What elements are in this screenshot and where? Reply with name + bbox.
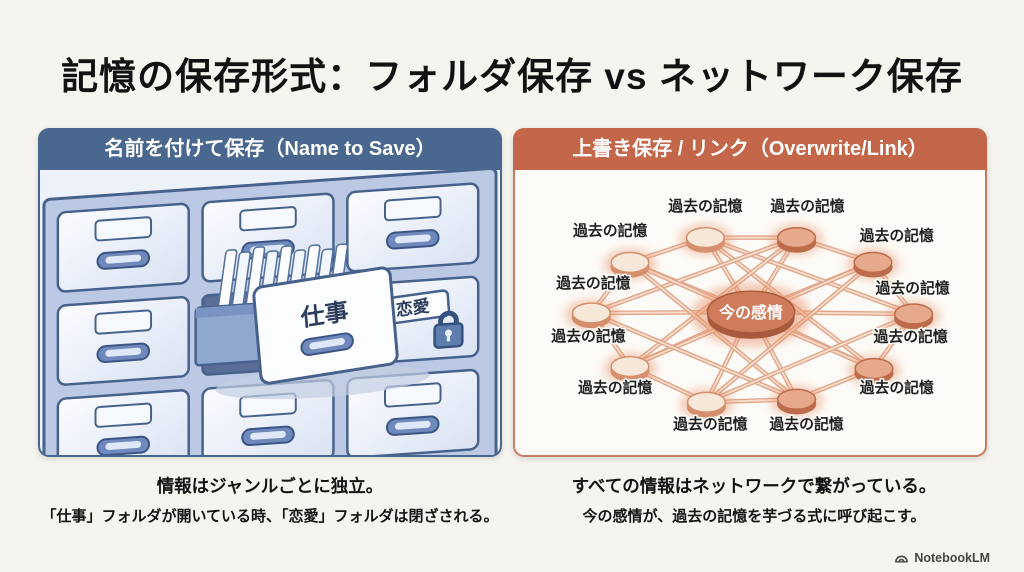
- memory-node: [571, 302, 611, 324]
- memory-node-label: 過去の記憶: [672, 415, 747, 433]
- brand-footer: NotebookLM: [894, 550, 990, 565]
- network-save-illustration: 今の感情過去の記憶過去の記憶過去の記憶過去の記憶過去の記憶過去の記憶過去の記憶過…: [513, 170, 987, 457]
- memory-node-label: 過去の記憶: [667, 197, 742, 215]
- padlock-icon: [433, 310, 464, 349]
- memory-node-label: 過去の記憶: [577, 378, 652, 396]
- memory-node: [685, 226, 725, 249]
- brand-label: NotebookLM: [914, 550, 990, 565]
- network-save-caption: すべての情報はネットワークで繋がっている。 今の感情が、過去の記憶を芋づる式に呼…: [506, 473, 1002, 526]
- memory-node-label: 過去の記憶: [572, 222, 647, 240]
- current-emotion-label: 今の感情: [719, 303, 783, 322]
- memory-node: [853, 251, 893, 274]
- memory-node: [610, 251, 650, 274]
- filing-cabinet-illustration: 恋愛: [42, 170, 498, 455]
- current-emotion-node: [706, 290, 796, 334]
- network-edge: [590, 312, 797, 401]
- drawer-front: [346, 181, 480, 273]
- memory-node: [894, 303, 934, 325]
- notebooklm-icon: [895, 555, 909, 563]
- memory-node-label: 過去の記憶: [859, 378, 934, 396]
- open-drawer: 仕事: [194, 243, 399, 385]
- work-folder: 仕事: [252, 266, 399, 385]
- memory-node-label: 過去の記憶: [555, 274, 630, 292]
- memory-node: [686, 391, 726, 413]
- caption-line: 情報はジャンルごとに独立。: [156, 476, 384, 496]
- drawer-front: [56, 388, 190, 455]
- network-edge: [591, 236, 797, 314]
- memory-node-label: 過去の記憶: [768, 415, 843, 433]
- network-save-panel: 上書き保存 / リンク（Overwrite/Link） 今の感情過去の記憶過去の…: [513, 128, 987, 457]
- memory-node: [777, 226, 817, 249]
- memory-node-label: 過去の記憶: [872, 328, 947, 346]
- network-edge: [706, 313, 914, 404]
- memory-node-label: 過去の記憶: [859, 227, 934, 245]
- drawer-front: [56, 202, 190, 294]
- memory-node: [610, 355, 650, 378]
- folder-save-panel: 名前を付けて保存（Name to Save）: [38, 128, 502, 457]
- folder-save-header: 名前を付けて保存（Name to Save）: [38, 128, 502, 170]
- page-title: 記憶の保存形式：フォルダ保存 vs ネットワーク保存: [61, 56, 963, 97]
- network-save-header: 上書き保存 / リンク（Overwrite/Link）: [513, 128, 987, 170]
- caption-line: 今の感情が、過去の記憶を芋づる式に呼び起こす。: [582, 508, 926, 525]
- folder-save-illustration: 恋愛: [38, 170, 502, 457]
- caption-line: 「仕事」フォルダが開いている時、「恋愛」フォルダは閉ざされる。: [41, 508, 499, 525]
- memory-node-label: 過去の記憶: [769, 197, 844, 215]
- memory-node: [777, 388, 817, 410]
- memory-network-diagram: 今の感情過去の記憶過去の記憶過去の記憶過去の記憶過去の記憶過去の記憶過去の記憶過…: [549, 195, 952, 434]
- memory-node-label: 過去の記憶: [874, 279, 949, 297]
- locked-drawer-label: 恋愛: [395, 295, 430, 320]
- network-edge: [705, 236, 914, 315]
- memory-node-label: 過去の記憶: [550, 327, 625, 345]
- memory-node: [854, 357, 894, 380]
- cabinet-group: 恋愛: [42, 170, 498, 455]
- caption-line: すべての情報はネットワークで繋がっている。: [571, 476, 937, 496]
- folder-save-caption: 情報はジャンルごとに独立。 「仕事」フォルダが開いている時、「恋愛」フォルダは閉…: [22, 473, 518, 526]
- drawer-front: [56, 295, 190, 387]
